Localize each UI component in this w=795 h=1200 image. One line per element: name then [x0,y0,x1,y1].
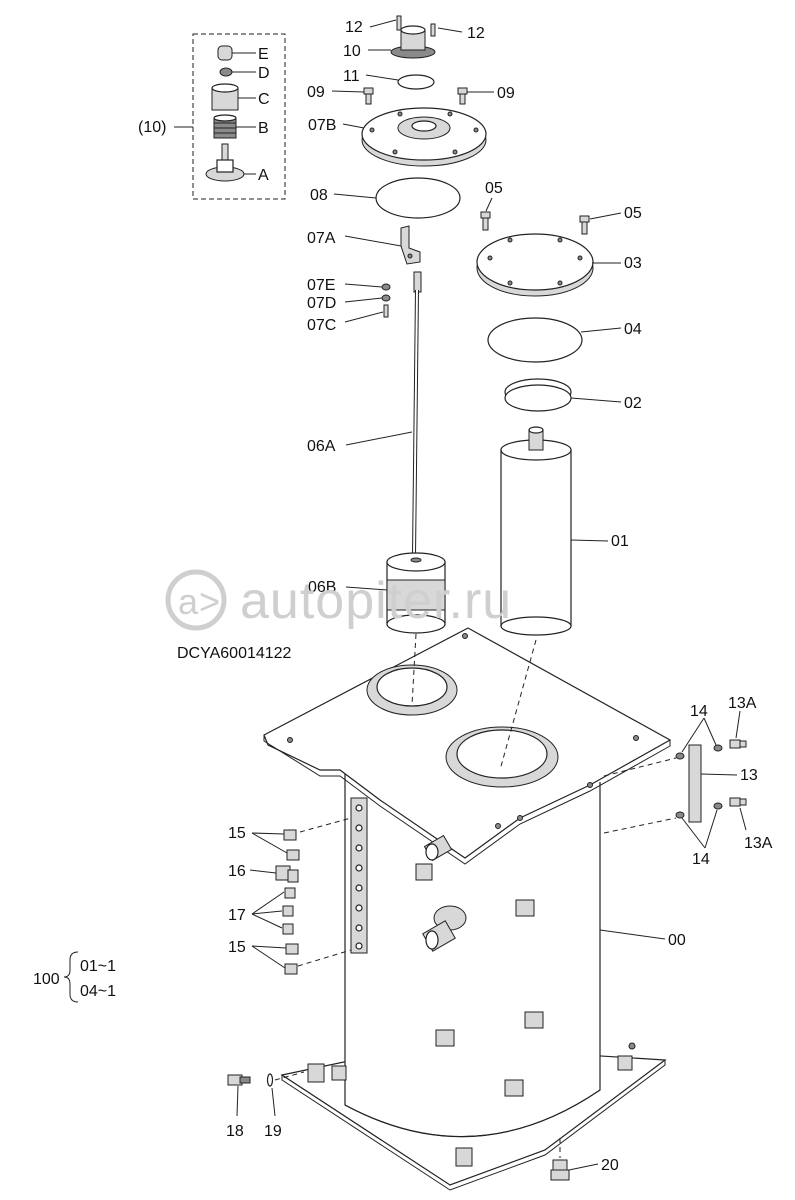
label-07A: 07A [307,230,336,247]
part-14-washers[interactable]: 14 14 [603,703,723,868]
reference-100: 100 01~1 04~1 [33,951,116,1003]
part-07A-bracket[interactable]: 07A [307,225,421,265]
kit-part-e[interactable]: E [217,45,269,63]
label-20: 20 [601,1157,619,1174]
part-17-fittings[interactable]: 17 [228,887,296,935]
kit-part-c[interactable]: C [211,83,270,111]
part-09-bolts[interactable]: 09 09 [307,84,515,105]
part-01-filter-element[interactable]: 01 [500,426,629,636]
label-03: 03 [624,255,642,272]
label-100: 100 [33,971,60,988]
part-08-gasket[interactable]: 08 [310,177,461,219]
label-07D: 07D [307,295,336,312]
label-07C: 07C [307,317,336,334]
kit-10-group: (10) E D C B [138,33,286,200]
kit-item-d-label: D [258,65,270,82]
label-07E: 07E [307,277,335,294]
label-14-top: 14 [690,703,708,720]
part-13A-bolts[interactable]: 13A 13A [728,695,773,852]
label-12-right: 12 [467,25,485,42]
part-15-plugs-bottom[interactable]: 15 [228,939,352,975]
watermark: a> autopiter.ru [165,569,512,631]
part-07B-cover[interactable]: 07B [308,107,487,167]
label-13A-top: 13A [728,695,757,712]
label-00: 00 [668,932,686,949]
label-06B: 06B [308,579,336,596]
label-19: 19 [264,1123,282,1140]
watermark-text: autopiter.ru [240,572,512,630]
part-18-drain-fitting[interactable]: 18 [226,1074,251,1140]
label-09-right: 09 [497,85,515,102]
label-04-1: 04~1 [80,983,116,1000]
kit-group-label: (10) [138,119,166,136]
label-04: 04 [624,321,642,338]
label-09-left: 09 [307,84,325,101]
kit-item-b-label: B [258,120,269,137]
label-17: 17 [228,907,246,924]
label-01-1: 01~1 [80,958,116,975]
label-06A: 06A [307,438,336,455]
part-00-tank[interactable]: 00 [263,627,686,1191]
label-16: 16 [228,863,246,880]
watermark-logo: a> [178,581,221,622]
label-15-top: 15 [228,825,246,842]
label-02: 02 [624,395,642,412]
part-03-cover-plate[interactable]: 03 [476,233,642,297]
label-05-top: 05 [485,180,503,197]
kit-item-a-label: A [258,167,269,184]
kit-part-b[interactable]: B [213,114,269,139]
label-13: 13 [740,767,758,784]
label-08: 08 [310,187,328,204]
part-04-o-ring[interactable]: 04 [487,317,642,363]
label-14-bottom: 14 [692,851,710,868]
part-13-level-gauge[interactable]: 13 [688,744,758,823]
kit-part-d[interactable]: D [219,65,270,82]
part-11-o-ring[interactable]: 11 [343,68,435,90]
label-18: 18 [226,1123,244,1140]
part-12-bolts[interactable]: 12 12 [345,15,485,42]
label-11: 11 [343,68,360,85]
part-19-o-ring[interactable]: 19 [264,1071,305,1140]
label-10: 10 [343,43,361,60]
part-06B-strainer[interactable]: 06B [308,552,446,634]
part-02-spring[interactable]: 02 [504,378,642,412]
part-20-drain-plug[interactable]: 20 [550,1138,619,1181]
part-10-breather-valve[interactable]: 10 [343,25,436,60]
label-15-bottom: 15 [228,939,246,956]
part-15-plugs-top[interactable]: 15 [228,817,352,861]
part-05-bolts[interactable]: 05 05 [480,180,642,235]
part-16-elbow[interactable]: 16 [228,863,299,883]
kit-part-a[interactable]: A [205,143,269,184]
label-05-right: 05 [624,205,642,222]
label-07B: 07B [308,117,336,134]
label-12-left: 12 [345,19,363,36]
kit-item-c-label: C [258,91,270,108]
label-01: 01 [611,533,629,550]
diagram-code: DCYA60014122 [177,645,292,662]
kit-item-e-label: E [258,46,269,63]
part-06A-rod[interactable]: 06A [307,271,422,557]
label-13A-bottom: 13A [744,835,773,852]
part-07E-07D-07C-fasteners[interactable]: 07E 07D 07C [307,277,391,334]
